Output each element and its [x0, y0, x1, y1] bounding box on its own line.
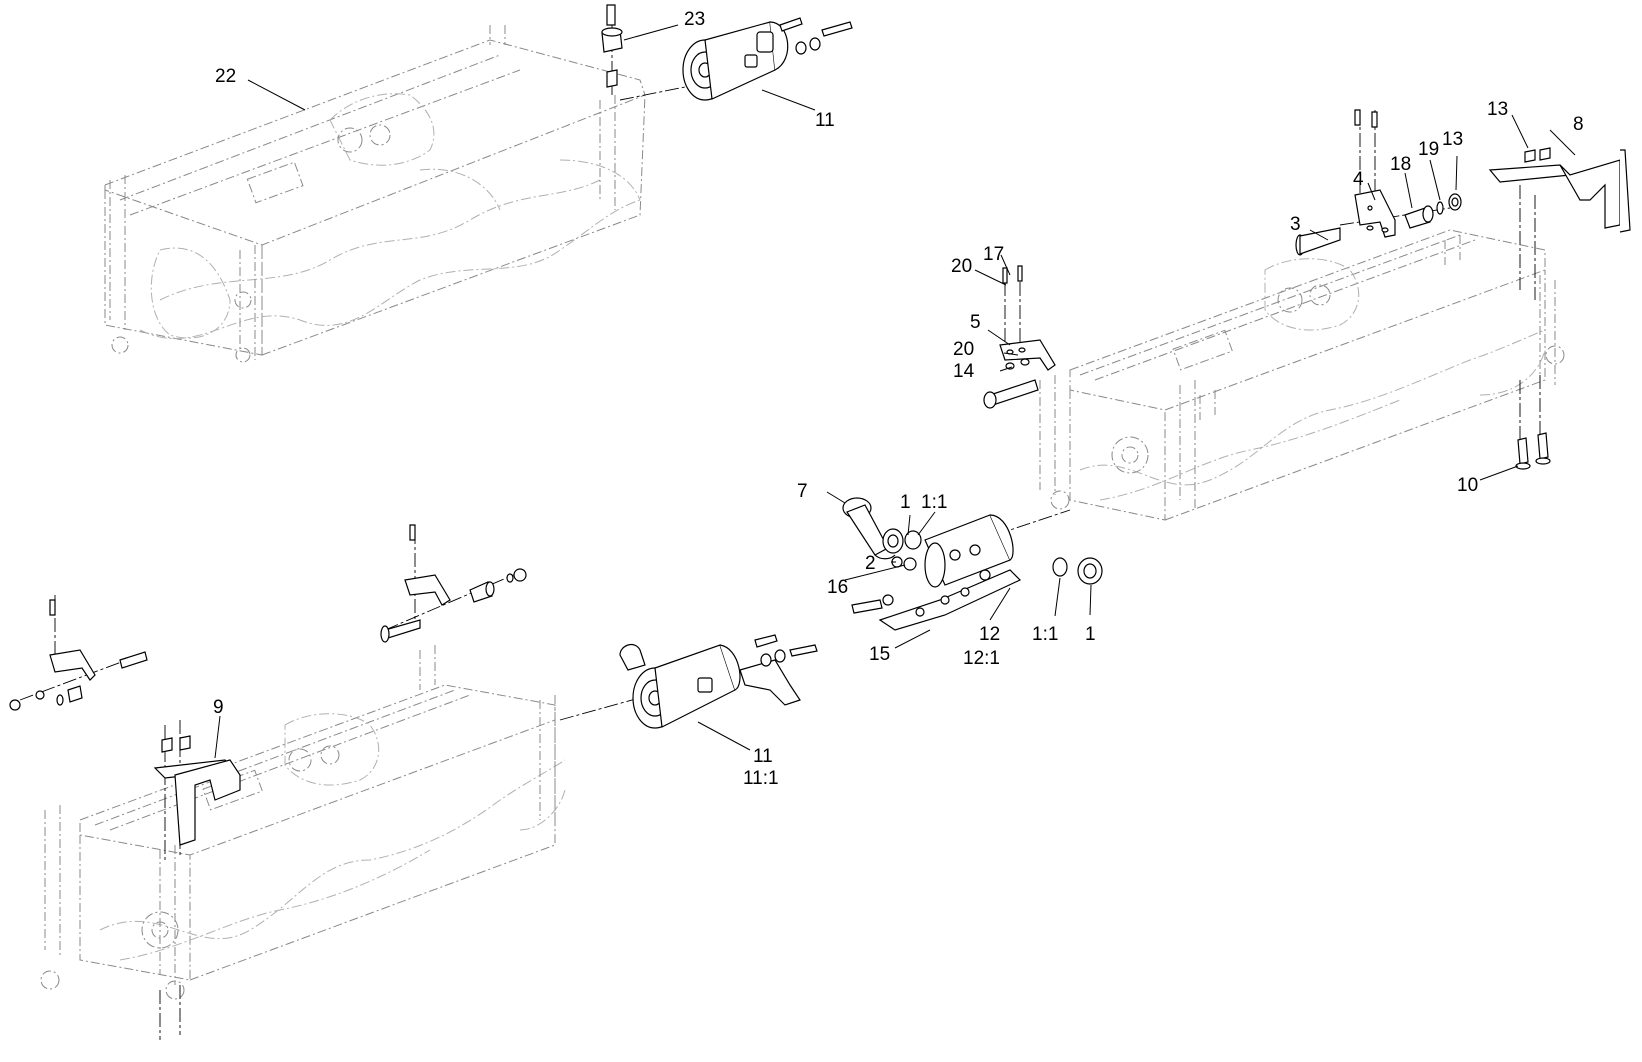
- bracket-part-9: [153, 735, 241, 846]
- callout-20-mid: 20: [953, 339, 974, 360]
- bracket-assembly-bottom-left-b: [380, 524, 527, 643]
- callout-20-top: 20: [951, 256, 972, 277]
- bolts-part-10: [1515, 432, 1551, 470]
- callout-17: 17: [983, 244, 1004, 265]
- callout-4: 4: [1353, 169, 1364, 190]
- callout-22: 22: [215, 66, 236, 87]
- callout-11-bottom: 11: [753, 746, 773, 767]
- callout-8: 8: [1573, 114, 1584, 135]
- callout-12-1: 12:1: [963, 648, 1000, 669]
- fitting-part-7: [842, 497, 896, 560]
- callout-18: 18: [1390, 154, 1411, 175]
- cutting-unit-top-left: [104, 15, 771, 363]
- callout-1-left: 1: [900, 492, 911, 513]
- pump-part-11-bottom: [619, 634, 818, 729]
- callout-16: 16: [827, 577, 848, 598]
- bracket-part-4: [1354, 109, 1396, 238]
- callout-23: 23: [684, 9, 705, 30]
- callout-11-top: 11: [815, 110, 835, 131]
- callout-11-1: 11:1: [743, 768, 779, 789]
- callout-15: 15: [869, 644, 890, 665]
- pump-part-11-top: [682, 17, 853, 101]
- pump-part-12: [924, 514, 1014, 588]
- callout-19: 19: [1418, 139, 1439, 160]
- callout-1-1-right: 1:1: [1032, 624, 1058, 645]
- pin-part-3: [1295, 227, 1341, 256]
- callout-2: 2: [865, 553, 876, 574]
- callout-1-1-left: 1:1: [921, 492, 947, 513]
- callout-3: 3: [1290, 214, 1301, 235]
- spacer-part-18: [1404, 205, 1434, 229]
- cutting-unit-right: [994, 110, 1565, 536]
- callout-14: 14: [953, 361, 975, 382]
- bracket-assembly-bottom-left-a: [9, 599, 148, 711]
- bolt-with-nut-right: [983, 379, 1039, 409]
- oring-part-2-16: [891, 556, 917, 571]
- callout-13-right: 13: [1487, 99, 1508, 120]
- callout-13-washer: 13: [1442, 129, 1463, 150]
- washer-part-19: [1436, 201, 1444, 215]
- bracket-part-15: [851, 569, 1022, 631]
- callout-7: 7: [797, 481, 808, 502]
- callout-5: 5: [970, 312, 981, 333]
- fitting-part-1-left: [882, 528, 922, 554]
- bracket-part-8: [1488, 147, 1631, 233]
- nut-part-23: [601, 4, 623, 88]
- callout-10: 10: [1457, 475, 1478, 496]
- callout-1-right: 1: [1085, 624, 1096, 645]
- cutting-unit-bottom-left: [19, 530, 651, 1040]
- leader-lines: [214, 24, 1576, 759]
- callout-9: 9: [213, 697, 224, 718]
- bracket-part-5: [999, 265, 1056, 371]
- nut-part-13-right: [1448, 193, 1462, 211]
- fitting-part-1-right: [1052, 557, 1103, 585]
- callout-labels: 22 23 11 13 8 13 19 18 4 3 17 20 5 20 14…: [213, 9, 1584, 789]
- callout-12: 12: [979, 624, 1000, 645]
